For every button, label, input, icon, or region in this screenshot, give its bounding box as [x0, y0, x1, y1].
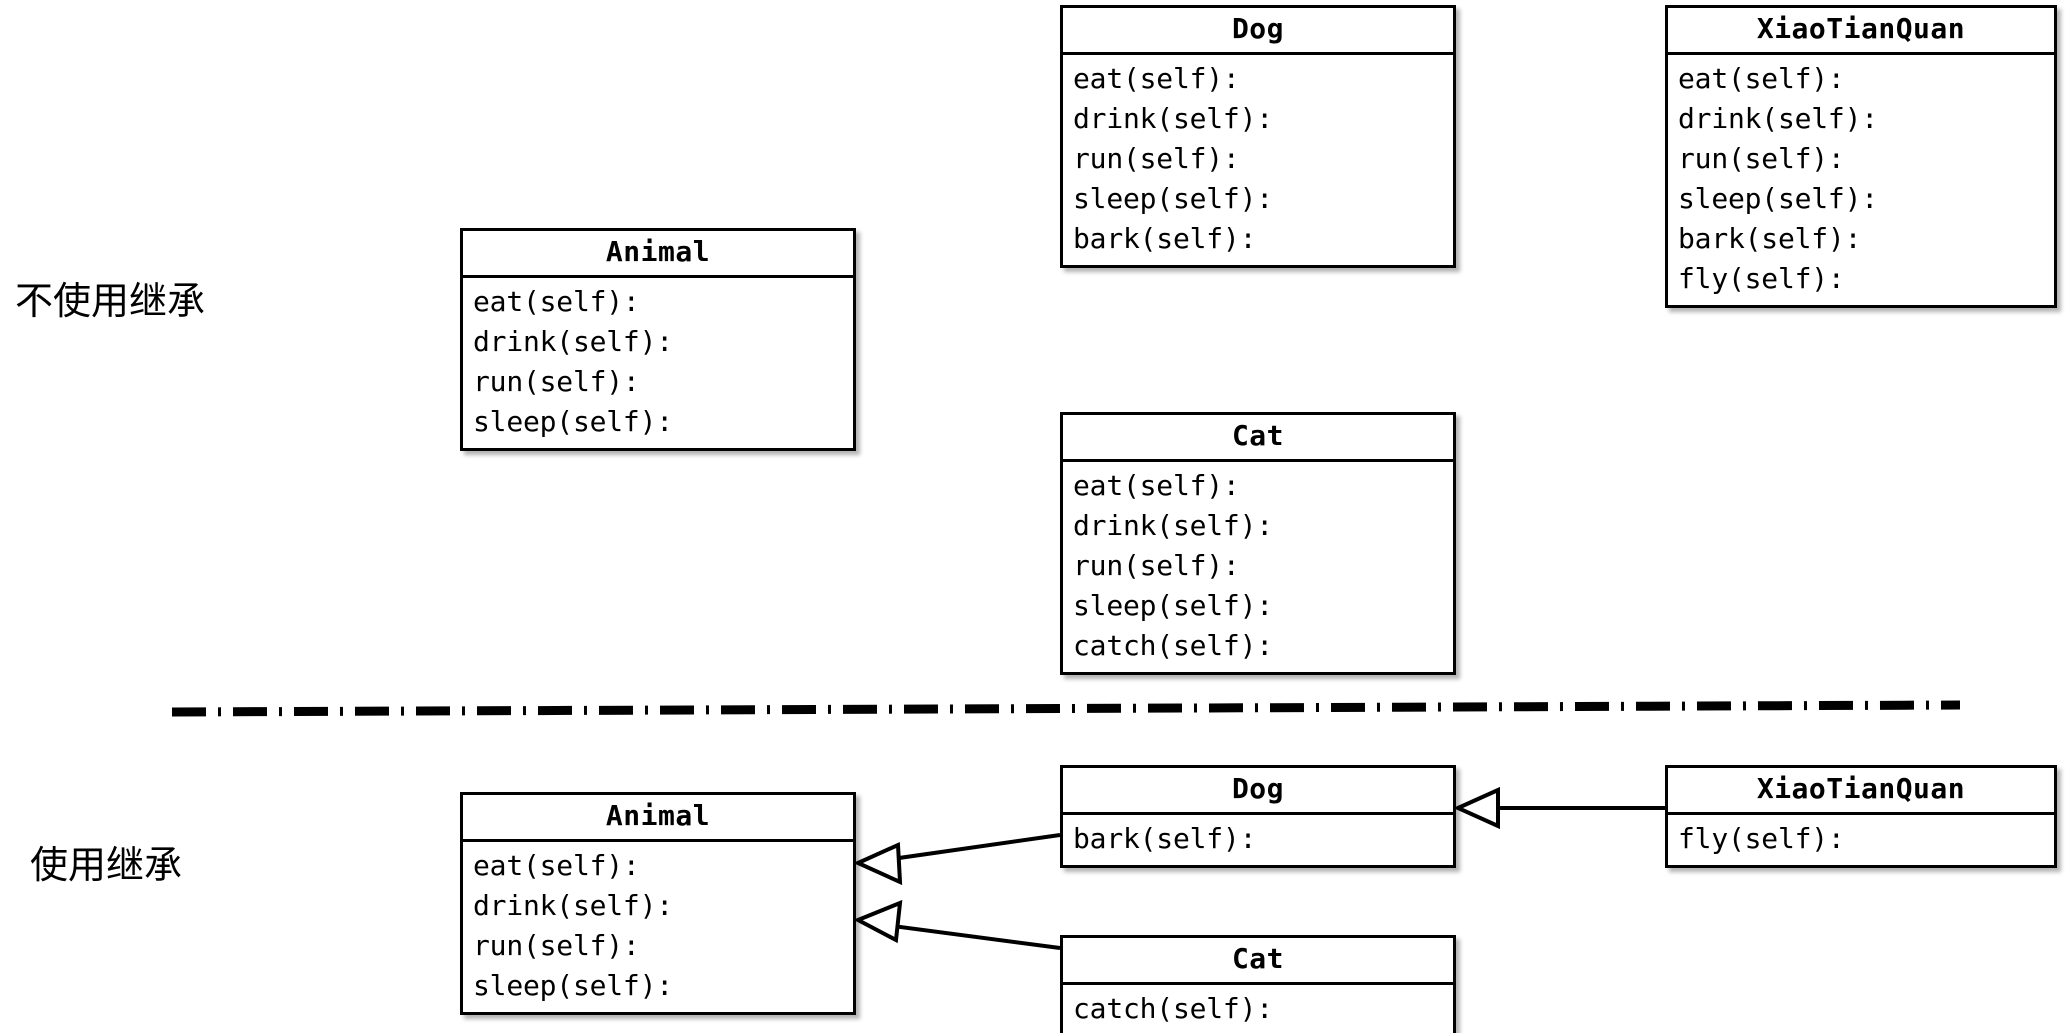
class-method: sleep(self): [473, 405, 673, 438]
divider-line [171, 700, 1961, 717]
class-method: run(self): [473, 365, 640, 398]
class-method: bark(self): [1073, 222, 1257, 255]
class-box-animal-bottom: Animal eat(self): drink(self): run(self)… [460, 792, 856, 1015]
class-method: sleep(self): [473, 969, 673, 1002]
class-method: drink(self): [1678, 102, 1878, 135]
class-members-animal-bottom: eat(self): drink(self): run(self): sleep… [463, 842, 853, 1012]
class-method: eat(self): [1678, 62, 1845, 95]
inheritance-arrow-xiaotianquan-to-dog [1453, 786, 1665, 830]
class-members-animal-top: eat(self): drink(self): run(self): sleep… [463, 278, 853, 448]
class-method: fly(self): [1678, 822, 1845, 855]
class-method: run(self): [1073, 142, 1240, 175]
class-method: sleep(self): [1073, 589, 1273, 622]
inheritance-arrowhead [1453, 786, 1500, 830]
class-members-dog-top: eat(self): drink(self): run(self): sleep… [1063, 55, 1453, 265]
section-label-with-inheritance: 使用继承 [30, 843, 183, 887]
class-title-xiaotianquan-bottom: XiaoTianQuan [1668, 768, 2054, 815]
class-method: sleep(self): [1073, 182, 1273, 215]
class-box-dog-top: Dog eat(self): drink(self): run(self): s… [1060, 5, 1456, 268]
class-box-dog-bottom: Dog bark(self): [1060, 765, 1456, 868]
class-method: eat(self): [1073, 62, 1240, 95]
class-title-cat-bottom: Cat [1063, 938, 1453, 985]
class-members-xiaotianquan-top: eat(self): drink(self): run(self): sleep… [1668, 55, 2054, 305]
inheritance-arrowhead [853, 899, 903, 944]
class-method: drink(self): [1073, 509, 1273, 542]
class-members-dog-bottom: bark(self): [1063, 815, 1453, 865]
section-label-no-inheritance: 不使用继承 [15, 279, 206, 323]
class-title-dog-bottom: Dog [1063, 768, 1453, 815]
class-method: bark(self): [1073, 822, 1257, 855]
class-method: run(self): [473, 929, 640, 962]
class-box-xiaotianquan-top: XiaoTianQuan eat(self): drink(self): run… [1665, 5, 2057, 308]
class-box-cat-top: Cat eat(self): drink(self): run(self): s… [1060, 412, 1456, 675]
class-title-cat-top: Cat [1063, 415, 1453, 462]
class-method: fly(self): [1678, 262, 1845, 295]
class-title-animal-bottom: Animal [463, 795, 853, 842]
class-method: eat(self): [473, 285, 640, 318]
class-box-xiaotianquan-bottom: XiaoTianQuan fly(self): [1665, 765, 2057, 868]
class-members-xiaotianquan-bottom: fly(self): [1668, 815, 2054, 865]
class-members-cat-bottom: catch(self): [1063, 985, 1453, 1033]
class-method: eat(self): [473, 849, 640, 882]
class-method: drink(self): [473, 889, 673, 922]
class-box-cat-bottom: Cat catch(self): [1060, 935, 1456, 1033]
class-method: drink(self): [1073, 102, 1273, 135]
class-method: catch(self): [1073, 992, 1273, 1025]
inheritance-arrowhead [853, 841, 903, 886]
inheritance-arrow-cat-to-animal [853, 899, 1061, 950]
class-method: sleep(self): [1678, 182, 1878, 215]
class-members-cat-top: eat(self): drink(self): run(self): sleep… [1063, 462, 1453, 672]
class-method: catch(self): [1073, 629, 1273, 662]
class-title-animal-top: Animal [463, 231, 853, 278]
class-title-xiaotianquan-top: XiaoTianQuan [1668, 8, 2054, 55]
class-method: run(self): [1678, 142, 1845, 175]
class-title-dog-top: Dog [1063, 8, 1453, 55]
inheritance-arrow-dog-to-animal [853, 833, 1061, 886]
class-method: drink(self): [473, 325, 673, 358]
class-box-animal-top: Animal eat(self): drink(self): run(self)… [460, 228, 856, 451]
class-method: eat(self): [1073, 469, 1240, 502]
class-method: bark(self): [1678, 222, 1862, 255]
class-method: run(self): [1073, 549, 1240, 582]
